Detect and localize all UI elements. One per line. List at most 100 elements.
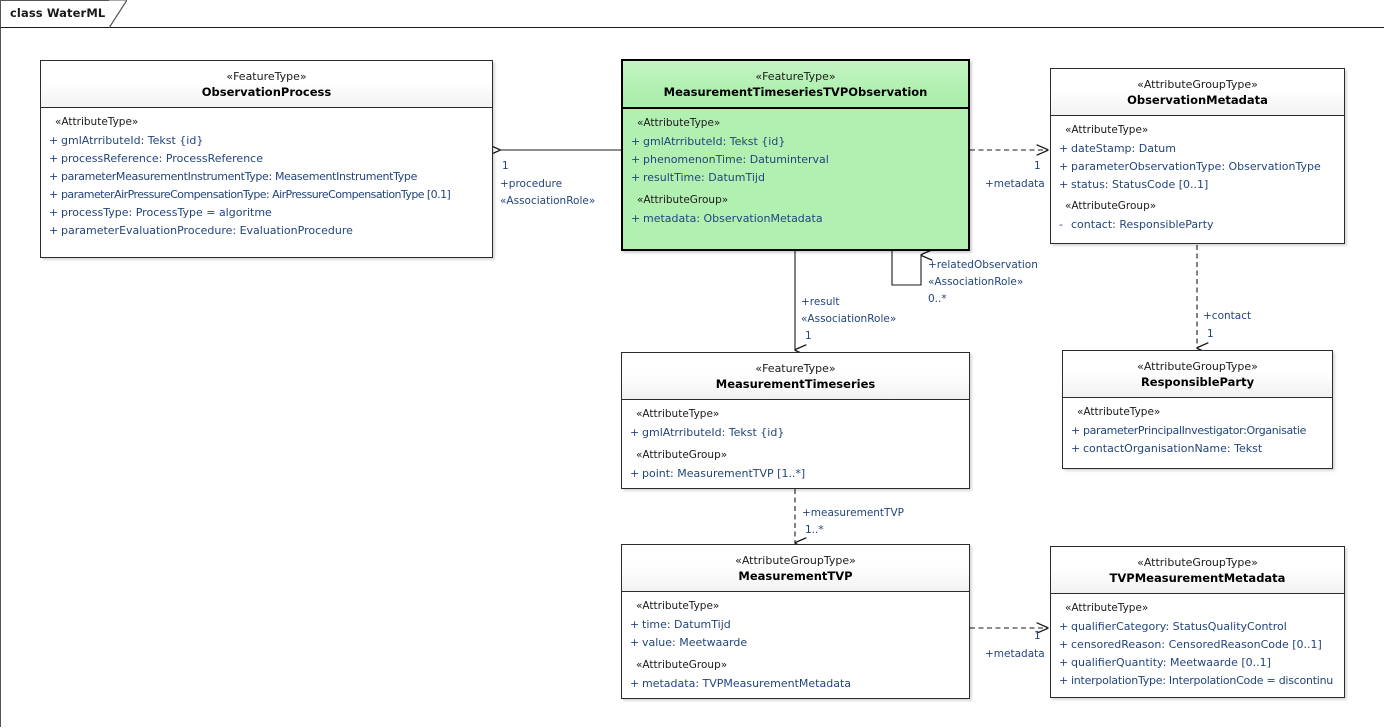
- class-body-observation-process: «AttributeType» + gmlAtrributeId: Tekst …: [41, 108, 492, 247]
- class-observation-process[interactable]: «FeatureType» ObservationProcess «Attrib…: [40, 60, 493, 258]
- connector-related-observation-multiplicity: 0..*: [928, 293, 947, 305]
- class-measurement-tvp[interactable]: «AttributeGroupType» MeasurementTVP «Att…: [621, 544, 970, 699]
- attribute-text: parameterObservationType: ObservationTyp…: [1071, 160, 1321, 173]
- diagram-title: class WaterML: [10, 6, 106, 20]
- attribute-row[interactable]: + metadata: TVPMeasurementMetadata: [622, 675, 969, 693]
- class-header-tvp-measurement-metadata: «AttributeGroupType» TVPMeasurementMetad…: [1051, 547, 1344, 594]
- attribute-row[interactable]: + gmlAtrributeId: Tekst {id}: [41, 132, 492, 150]
- connector-procedure-role: +procedure: [500, 178, 563, 190]
- attribute-text: phenomenonTime: Datuminterval: [643, 153, 829, 166]
- attribute-visibility: +: [1059, 142, 1069, 155]
- attribute-text: value: Meetwaarde: [642, 636, 748, 649]
- class-stereotype: «AttributeGroupType»: [1137, 556, 1258, 569]
- class-name: ObservationProcess: [201, 85, 332, 99]
- attribute-row[interactable]: + value: Meetwaarde: [622, 634, 969, 652]
- attribute-row[interactable]: + parameterAirPressureCompensationType: …: [41, 186, 492, 204]
- attribute-text: censoredReason: CensoredReasonCode [0..1…: [1071, 638, 1322, 651]
- connector-metadata-observation-multiplicity: 1: [1034, 160, 1041, 172]
- class-stereotype: «FeatureType»: [226, 70, 307, 83]
- attribute-row[interactable]: + qualifierCategory: StatusQualityContro…: [1051, 618, 1344, 636]
- attribute-row[interactable]: + status: StatusCode [0..1]: [1051, 176, 1344, 194]
- class-body-measurement-tvp: «AttributeType» + time: DatumTijd + valu…: [622, 592, 969, 700]
- attribute-group-label: «AttributeType»: [636, 600, 720, 612]
- attribute-row[interactable]: + point: MeasurementTVP [1..*]: [622, 465, 969, 483]
- class-stereotype: «AttributeGroupType»: [735, 554, 856, 567]
- attribute-group-label: «AttributeGroup»: [637, 194, 729, 206]
- attribute-row[interactable]: + parameterPrincipalInvestigator:Organis…: [1063, 422, 1332, 440]
- attribute-row[interactable]: + processReference: ProcessReference: [41, 150, 492, 168]
- class-responsible-party[interactable]: «AttributeGroupType» ResponsibleParty «A…: [1062, 350, 1333, 469]
- attribute-group-label: «AttributeType»: [55, 116, 139, 128]
- attribute-row[interactable]: + contactOrganisationName: Tekst: [1063, 440, 1332, 458]
- attribute-visibility: +: [1059, 674, 1069, 687]
- attribute-row[interactable]: + dateStamp: Datum: [1051, 140, 1344, 158]
- class-tvp-measurement-metadata[interactable]: «AttributeGroupType» TVPMeasurementMetad…: [1050, 546, 1345, 698]
- class-stereotype: «AttributeGroupType»: [1137, 360, 1258, 373]
- attribute-visibility: +: [1059, 656, 1069, 669]
- class-body-observation-metadata: «AttributeType» + dateStamp: Datum + par…: [1051, 116, 1344, 241]
- attribute-group-label: «AttributeGroup»: [636, 449, 728, 461]
- connector-metadata-tvp-multiplicity: 1: [1034, 630, 1041, 642]
- attribute-visibility: +: [631, 153, 641, 166]
- class-stereotype: «FeatureType»: [755, 362, 836, 375]
- class-name: ObservationMetadata: [1127, 93, 1268, 107]
- attribute-text: time: DatumTijd: [642, 618, 731, 631]
- attribute-row[interactable]: + gmlAtrributeId: Tekst {id}: [622, 424, 969, 442]
- attribute-row[interactable]: + censoredReason: CensoredReasonCode [0.…: [1051, 636, 1344, 654]
- attribute-text: parameterEvaluationProcedure: Evaluation…: [61, 224, 353, 237]
- attribute-visibility: +: [630, 426, 640, 439]
- attribute-row[interactable]: + gmlAtrributeId: Tekst {id}: [623, 133, 968, 151]
- attribute-text: gmlAtrributeId: Tekst {id}: [61, 134, 204, 147]
- attribute-row[interactable]: + metadata: ObservationMetadata: [623, 210, 968, 228]
- attribute-row[interactable]: + processType: ProcessType = algoritme: [41, 204, 492, 222]
- connector-measurement-tvp-role: +measurementTVP: [802, 507, 904, 519]
- connector-metadata-observation-role: +metadata: [985, 178, 1045, 190]
- attribute-visibility: +: [49, 188, 59, 201]
- class-stereotype: «FeatureType»: [755, 70, 836, 83]
- class-observation-metadata[interactable]: «AttributeGroupType» ObservationMetadata…: [1050, 68, 1345, 244]
- attribute-group-label: «AttributeGroup»: [1065, 200, 1157, 212]
- attribute-row[interactable]: - contact: ResponsibleParty: [1051, 216, 1344, 234]
- connector-procedure-stereotype: «AssociationRole»: [500, 195, 596, 207]
- attribute-visibility: +: [630, 618, 640, 631]
- attribute-visibility: +: [49, 206, 59, 219]
- connector-metadata-tvp-role: +metadata: [985, 648, 1045, 660]
- class-name: ResponsibleParty: [1140, 375, 1255, 389]
- class-name: MeasurementTVP: [738, 569, 853, 583]
- class-measurement-timeseries-tvp-observation[interactable]: «FeatureType» MeasurementTimeseriesTVPOb…: [621, 59, 970, 251]
- attribute-row[interactable]: + interpolationType: InterpolationCode =…: [1051, 672, 1344, 690]
- class-header-measurement-timeseries: «FeatureType» MeasurementTimeseries: [622, 353, 969, 400]
- connector-contact-role: +contact: [1203, 310, 1252, 322]
- attribute-text: metadata: TVPMeasurementMetadata: [642, 677, 851, 690]
- attribute-group-label: «AttributeGroup»: [636, 659, 728, 671]
- connector-related-observation-stereotype: «AssociationRole»: [928, 276, 1024, 288]
- class-measurement-timeseries[interactable]: «FeatureType» MeasurementTimeseries «Att…: [621, 352, 970, 489]
- diagram-frame-tab-corner-icon: [109, 0, 127, 28]
- attribute-visibility: -: [1059, 218, 1063, 231]
- attribute-row[interactable]: + parameterObservationType: ObservationT…: [1051, 158, 1344, 176]
- connector-related-observation-role: +relatedObservation: [928, 259, 1038, 271]
- attribute-visibility: +: [49, 134, 59, 147]
- attribute-row[interactable]: + qualifierQuantity: Meetwaarde [0..1]: [1051, 654, 1344, 672]
- attribute-row[interactable]: + resultTime: DatumTijd: [623, 169, 968, 187]
- attribute-row[interactable]: + time: DatumTijd: [622, 616, 969, 634]
- attribute-text: point: MeasurementTVP [1..*]: [642, 467, 806, 480]
- class-header-responsible-party: «AttributeGroupType» ResponsibleParty: [1063, 351, 1332, 398]
- attribute-row[interactable]: + parameterMeasurementInstrumentType: Me…: [41, 168, 492, 186]
- attribute-group-label: «AttributeType»: [637, 117, 721, 129]
- connector-result-role: +result: [801, 296, 840, 308]
- connector-contact-multiplicity: 1: [1207, 328, 1214, 340]
- attribute-group-label: «AttributeType»: [636, 408, 720, 420]
- attribute-visibility: +: [1071, 424, 1081, 437]
- connector-result-stereotype: «AssociationRole»: [801, 313, 897, 325]
- attribute-text: gmlAtrributeId: Tekst {id}: [642, 426, 785, 439]
- attribute-text: contact: ResponsibleParty: [1071, 218, 1214, 231]
- attribute-visibility: +: [1071, 442, 1081, 455]
- attribute-visibility: +: [1059, 620, 1069, 633]
- attribute-row[interactable]: + parameterEvaluationProcedure: Evaluati…: [41, 222, 492, 240]
- attribute-text: processReference: ProcessReference: [61, 152, 263, 165]
- attribute-text: resultTime: DatumTijd: [643, 171, 765, 184]
- attribute-visibility: +: [630, 467, 640, 480]
- connector-measurement-tvp-multiplicity: 1..*: [805, 524, 824, 536]
- attribute-row[interactable]: + phenomenonTime: Datuminterval: [623, 151, 968, 169]
